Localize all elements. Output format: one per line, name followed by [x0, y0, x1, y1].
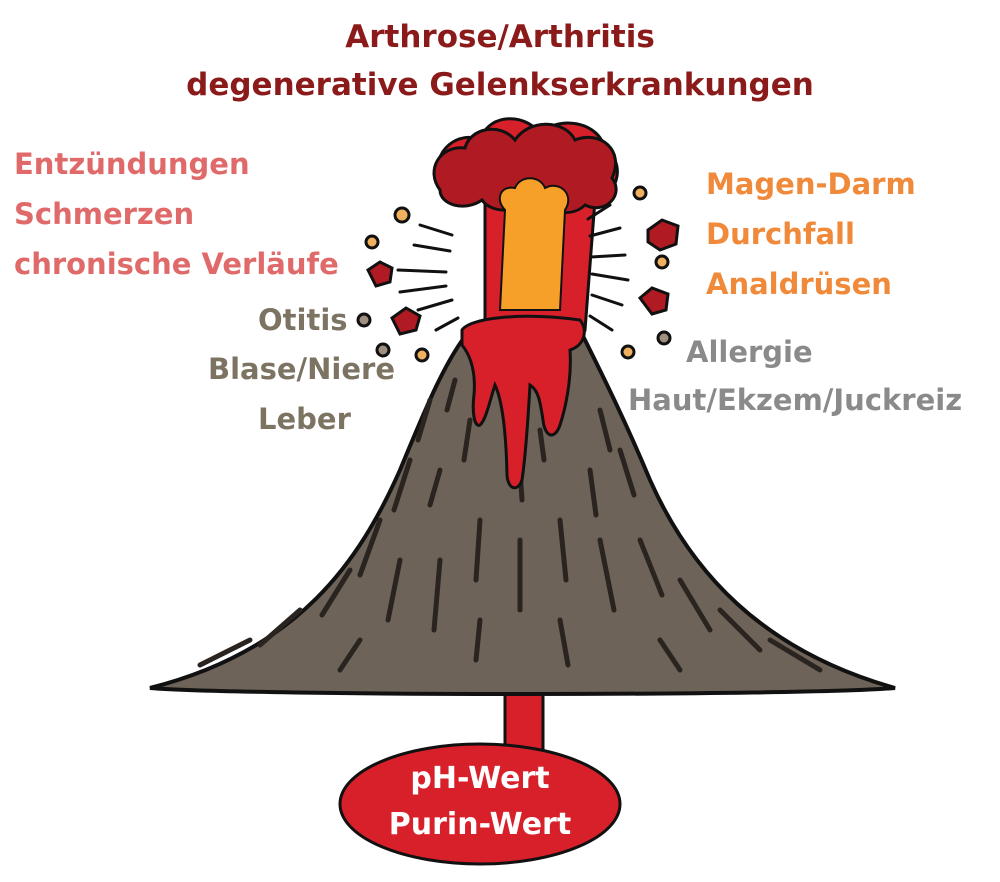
skin-label-2: Haut/Ekzem/Juckreiz	[628, 383, 963, 417]
crater-lava	[460, 314, 586, 490]
ejecta-left	[356, 206, 430, 363]
motion-lines	[396, 203, 630, 332]
title-line-1: Arthrose/Arthritis	[345, 19, 655, 55]
base-label-1: pH-Wert	[410, 761, 550, 796]
base-label-2: Purin-Wert	[388, 807, 572, 842]
ejecta-right	[620, 185, 680, 360]
magma-chamber	[338, 742, 622, 866]
right-label-2: Durchfall	[706, 217, 855, 251]
organ-label-1: Otitis	[258, 303, 348, 337]
title-line-2: degenerative Gelenkserkrankungen	[186, 67, 814, 103]
right-label-1: Magen-Darm	[706, 167, 916, 201]
organ-label-3: Leber	[258, 402, 351, 436]
left-label-1: Entzündungen	[14, 147, 250, 181]
eruption-cloud	[432, 122, 618, 215]
organ-label-2: Blase/Niere	[208, 352, 395, 386]
volcano-mountain	[149, 328, 896, 696]
lava-core	[498, 177, 570, 311]
right-label-3: Analdrüsen	[706, 267, 892, 301]
mountain-texture	[197, 377, 823, 673]
skin-label-1: Allergie	[686, 335, 813, 369]
left-label-3: chronische Verläufe	[14, 247, 339, 281]
left-label-2: Schmerzen	[14, 197, 195, 231]
